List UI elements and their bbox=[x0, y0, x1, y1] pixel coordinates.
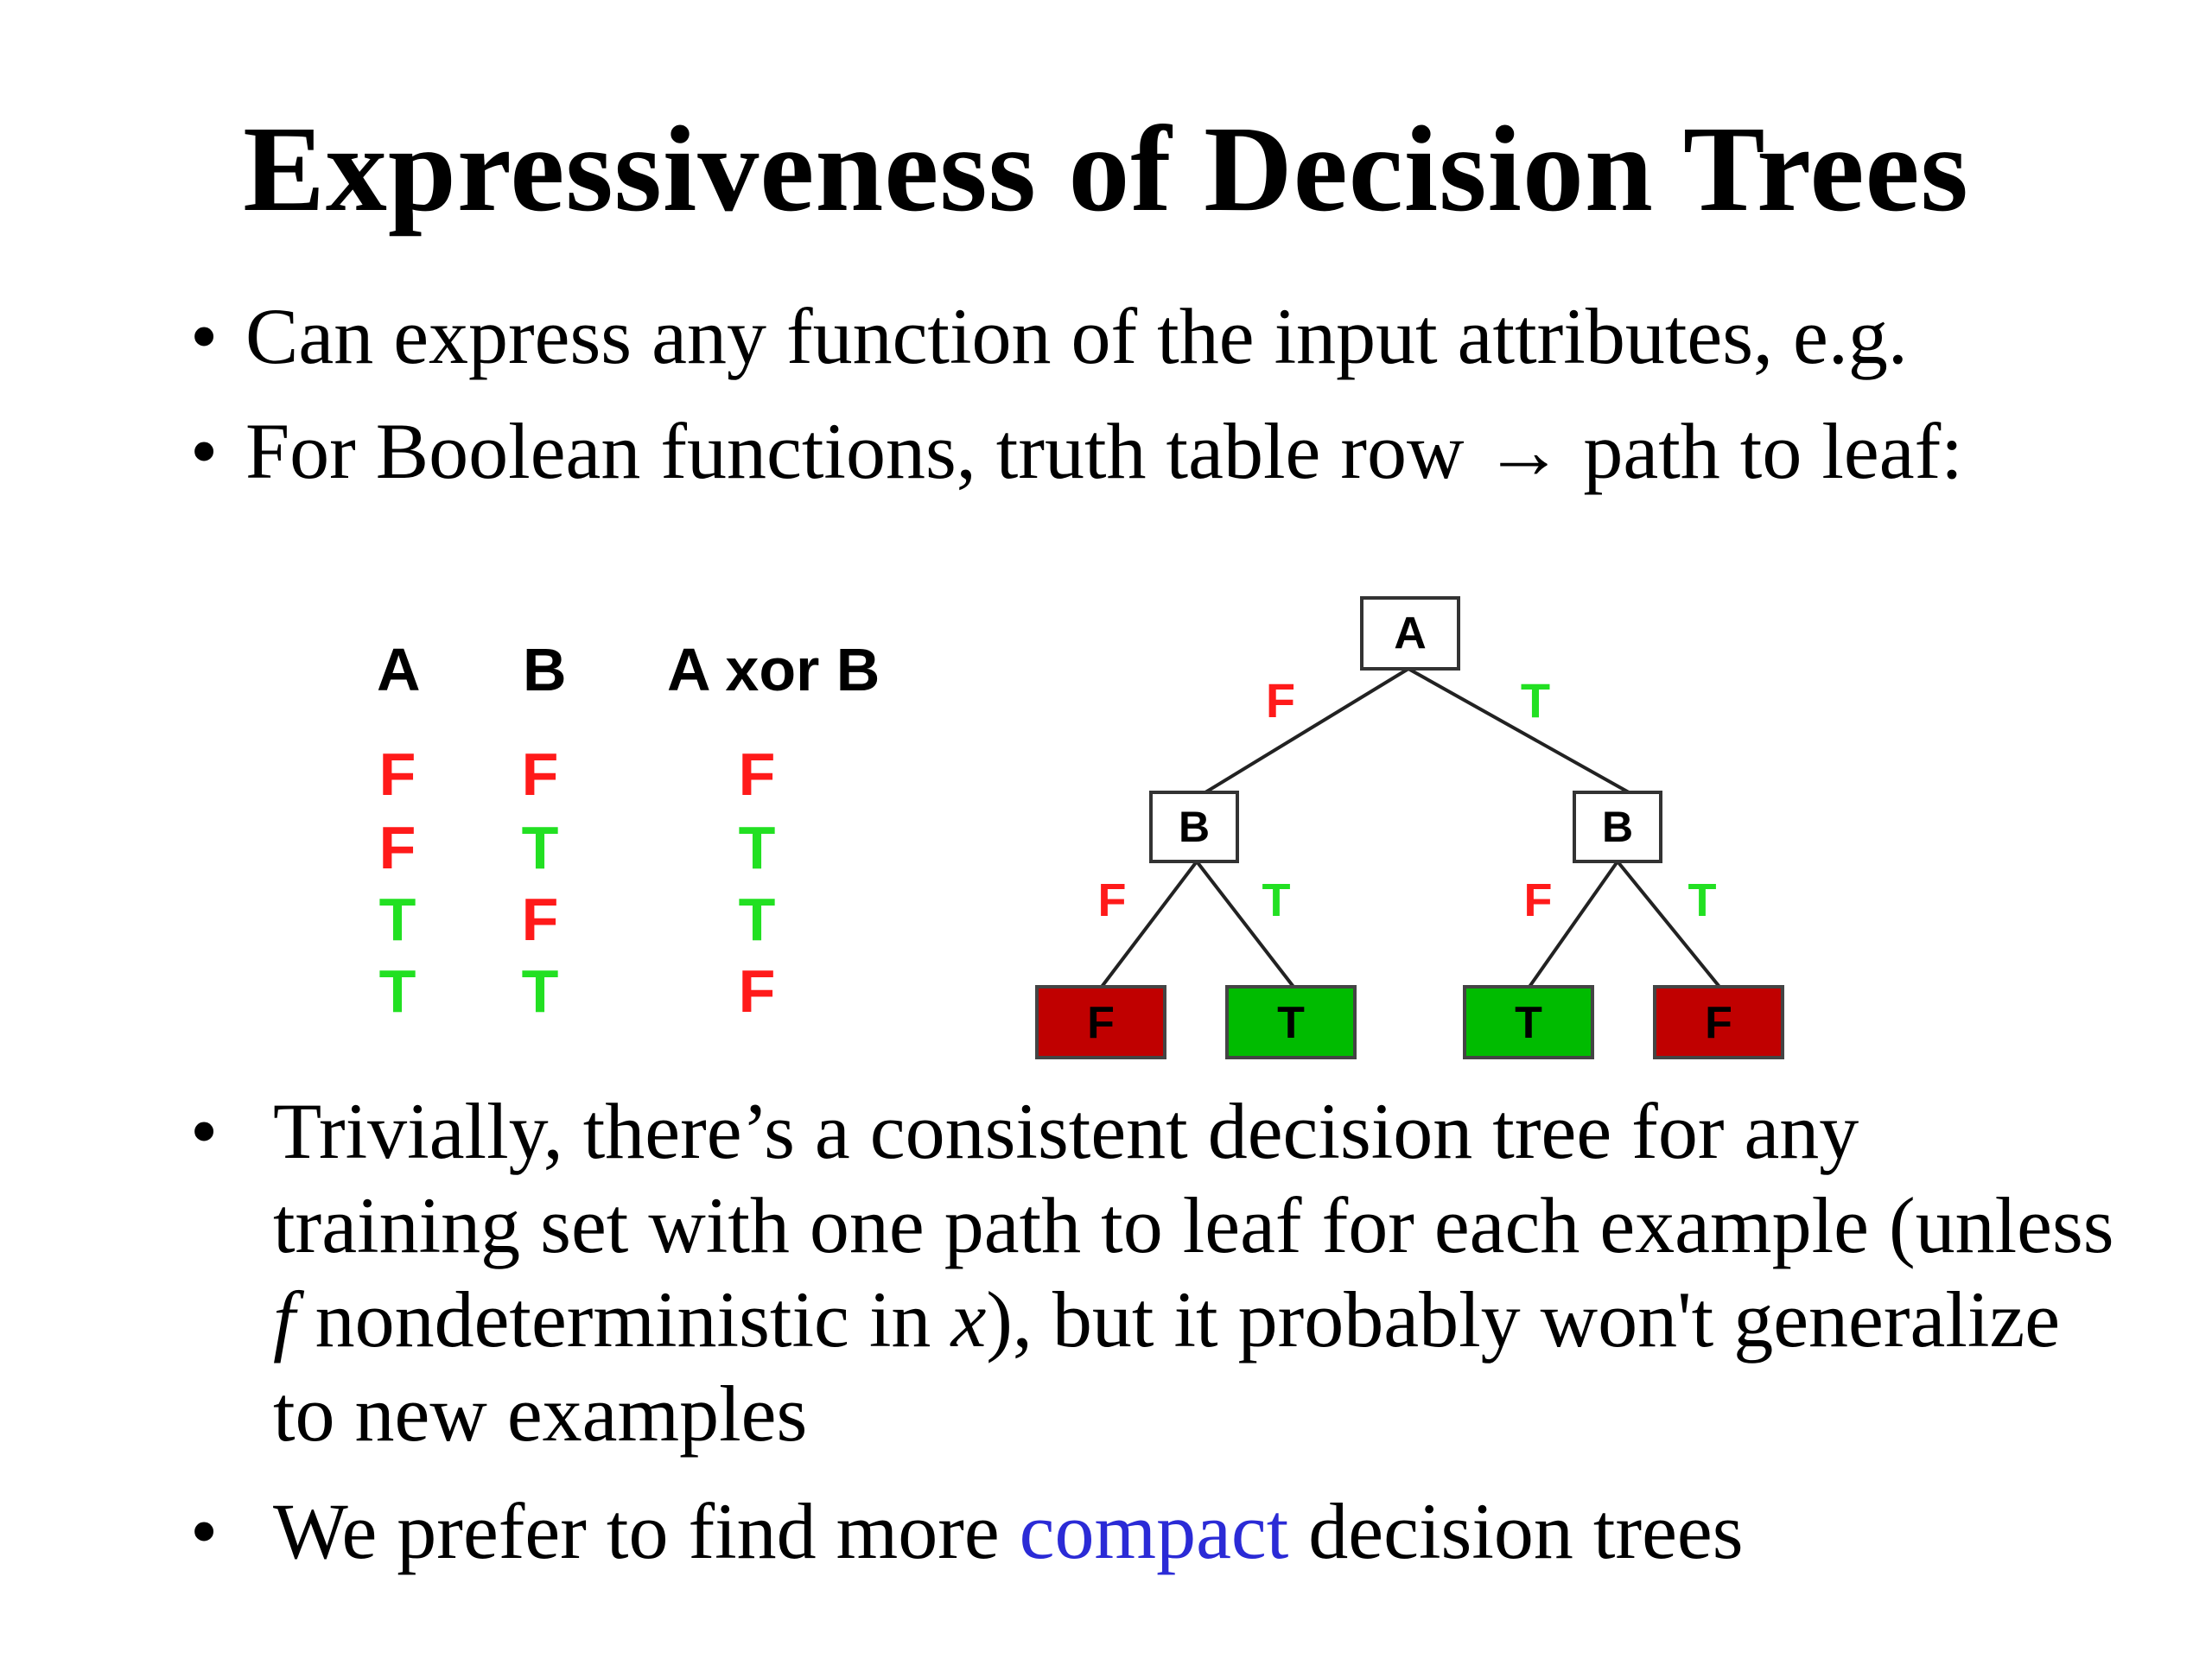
bullet-boolean-functions: • For Boolean functions, truth table row… bbox=[190, 404, 2195, 499]
truth-table-cell: T bbox=[521, 957, 559, 1025]
bullet-dot: • bbox=[190, 292, 219, 380]
tree-node-root-label: A bbox=[1394, 608, 1427, 658]
italic-f: f bbox=[273, 1275, 296, 1364]
truth-table-cell: F bbox=[378, 741, 416, 808]
bullet-text: We prefer to find more compact decision … bbox=[273, 1484, 2126, 1579]
bullet-compact-trees: • We prefer to find more compact decisio… bbox=[190, 1484, 2126, 1579]
truth-table-cell: T bbox=[378, 886, 416, 953]
tree-edge-root-right bbox=[1408, 667, 1630, 794]
tree-edge-root-left bbox=[1204, 667, 1410, 794]
bullet-text-part: Trivially, there’s a consistent decision… bbox=[273, 1087, 2114, 1270]
bullet-text: For Boolean functions, truth table row →… bbox=[245, 407, 1963, 495]
tree-leaf-2-label: T bbox=[1277, 998, 1305, 1048]
bullet-text: Can express any function of the input at… bbox=[245, 292, 1908, 380]
slide-title: Expressiveness of Decision Trees bbox=[243, 100, 1969, 237]
bullet-text-part: We prefer to find more bbox=[273, 1487, 1020, 1575]
bullet-consistent-tree: • Trivially, there’s a consistent decisi… bbox=[190, 1084, 2126, 1461]
bullet-dot: • bbox=[190, 1487, 219, 1575]
tree-leaf-2 bbox=[1225, 985, 1357, 1059]
tree-edge-label-left-f: F bbox=[1098, 874, 1127, 926]
tree-node-left-label: B bbox=[1179, 803, 1210, 851]
tree-leaf-1 bbox=[1035, 985, 1166, 1059]
highlight-compact: compact bbox=[1019, 1487, 1289, 1575]
bullet-text: Trivially, there’s a consistent decision… bbox=[273, 1084, 2126, 1461]
tree-leaf-1-label: F bbox=[1087, 998, 1115, 1048]
tree-node-left bbox=[1149, 791, 1239, 863]
tree-leaf-3-label: T bbox=[1515, 998, 1542, 1048]
tree-leaf-4 bbox=[1653, 985, 1784, 1059]
tree-node-right bbox=[1573, 791, 1662, 863]
tree-leaf-4-label: F bbox=[1705, 998, 1732, 1048]
truth-table-cell: F bbox=[738, 741, 776, 808]
bullet-dot: • bbox=[190, 1087, 219, 1175]
truth-table-cell: F bbox=[738, 957, 776, 1025]
tree-edge-label-right-f: F bbox=[1524, 874, 1553, 926]
truth-table-cell: T bbox=[378, 957, 416, 1025]
tree-node-root bbox=[1360, 596, 1460, 671]
bullet-text-part: decision trees bbox=[1288, 1487, 1744, 1575]
bullet-express-any-function: • Can express any function of the input … bbox=[190, 289, 2177, 384]
truth-table-cell: T bbox=[521, 814, 559, 881]
italic-x: x bbox=[950, 1275, 987, 1364]
truth-table-cell: F bbox=[521, 741, 559, 808]
tree-edge-label-right-t: T bbox=[1688, 874, 1717, 926]
tree-edge-right-t bbox=[1616, 860, 1721, 988]
tree-edge-label-root-f: F bbox=[1266, 673, 1295, 728]
tree-edge-left-t bbox=[1195, 860, 1295, 988]
bullet-text-part: nondeterministic in bbox=[295, 1275, 951, 1364]
truth-table-cell: F bbox=[378, 814, 416, 881]
tree-edge-label-left-t: T bbox=[1262, 874, 1291, 926]
truth-table-header-b: B bbox=[523, 636, 567, 703]
truth-table-header-a: A bbox=[377, 636, 421, 703]
truth-table-cell: T bbox=[738, 814, 776, 881]
tree-node-right-label: B bbox=[1602, 803, 1633, 851]
tree-edge-left-f bbox=[1100, 860, 1198, 988]
tree-leaf-3 bbox=[1463, 985, 1594, 1059]
tree-edge-label-root-t: T bbox=[1521, 673, 1550, 728]
truth-table-cell: F bbox=[521, 886, 559, 953]
tree-edge-right-f bbox=[1528, 860, 1619, 988]
bullet-dot: • bbox=[190, 407, 219, 495]
truth-table-header-xor: A xor B bbox=[667, 636, 880, 703]
decision-tree-diagram: A B B F T F T F T F T T F bbox=[1035, 596, 1784, 1059]
truth-table-cell: T bbox=[738, 886, 776, 953]
bullet-text-part: ), but it probably won't generalize to n… bbox=[273, 1275, 2061, 1459]
